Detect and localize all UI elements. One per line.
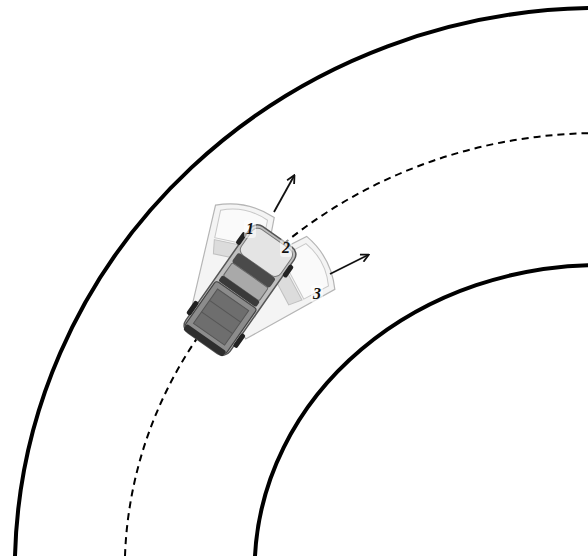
road-edge bbox=[15, 8, 588, 556]
callout-number: 2 bbox=[280, 239, 292, 257]
direction-arrow bbox=[330, 255, 368, 274]
callout-number: 3 bbox=[311, 285, 323, 303]
pickup-truck bbox=[177, 219, 302, 361]
direction-arrow bbox=[274, 176, 294, 212]
callout-number: 1 bbox=[244, 220, 256, 238]
road-edge bbox=[255, 265, 588, 556]
centre-line bbox=[125, 133, 588, 556]
